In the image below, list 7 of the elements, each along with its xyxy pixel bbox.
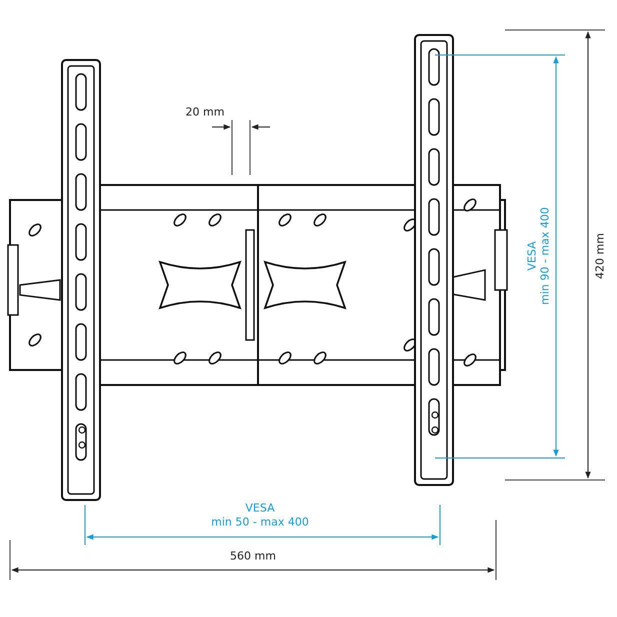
dimension-label: 560 mm — [230, 550, 276, 562]
dimension-label: 20 mm — [186, 106, 224, 118]
dimension-label: min 90 - max 400 — [540, 207, 550, 305]
dimension-label: min 50 - max 400 — [211, 516, 309, 528]
dimension-label: VESA — [526, 241, 538, 271]
dimension-label: 420 mm — [594, 233, 606, 279]
dimension-label: VESA — [245, 502, 275, 514]
